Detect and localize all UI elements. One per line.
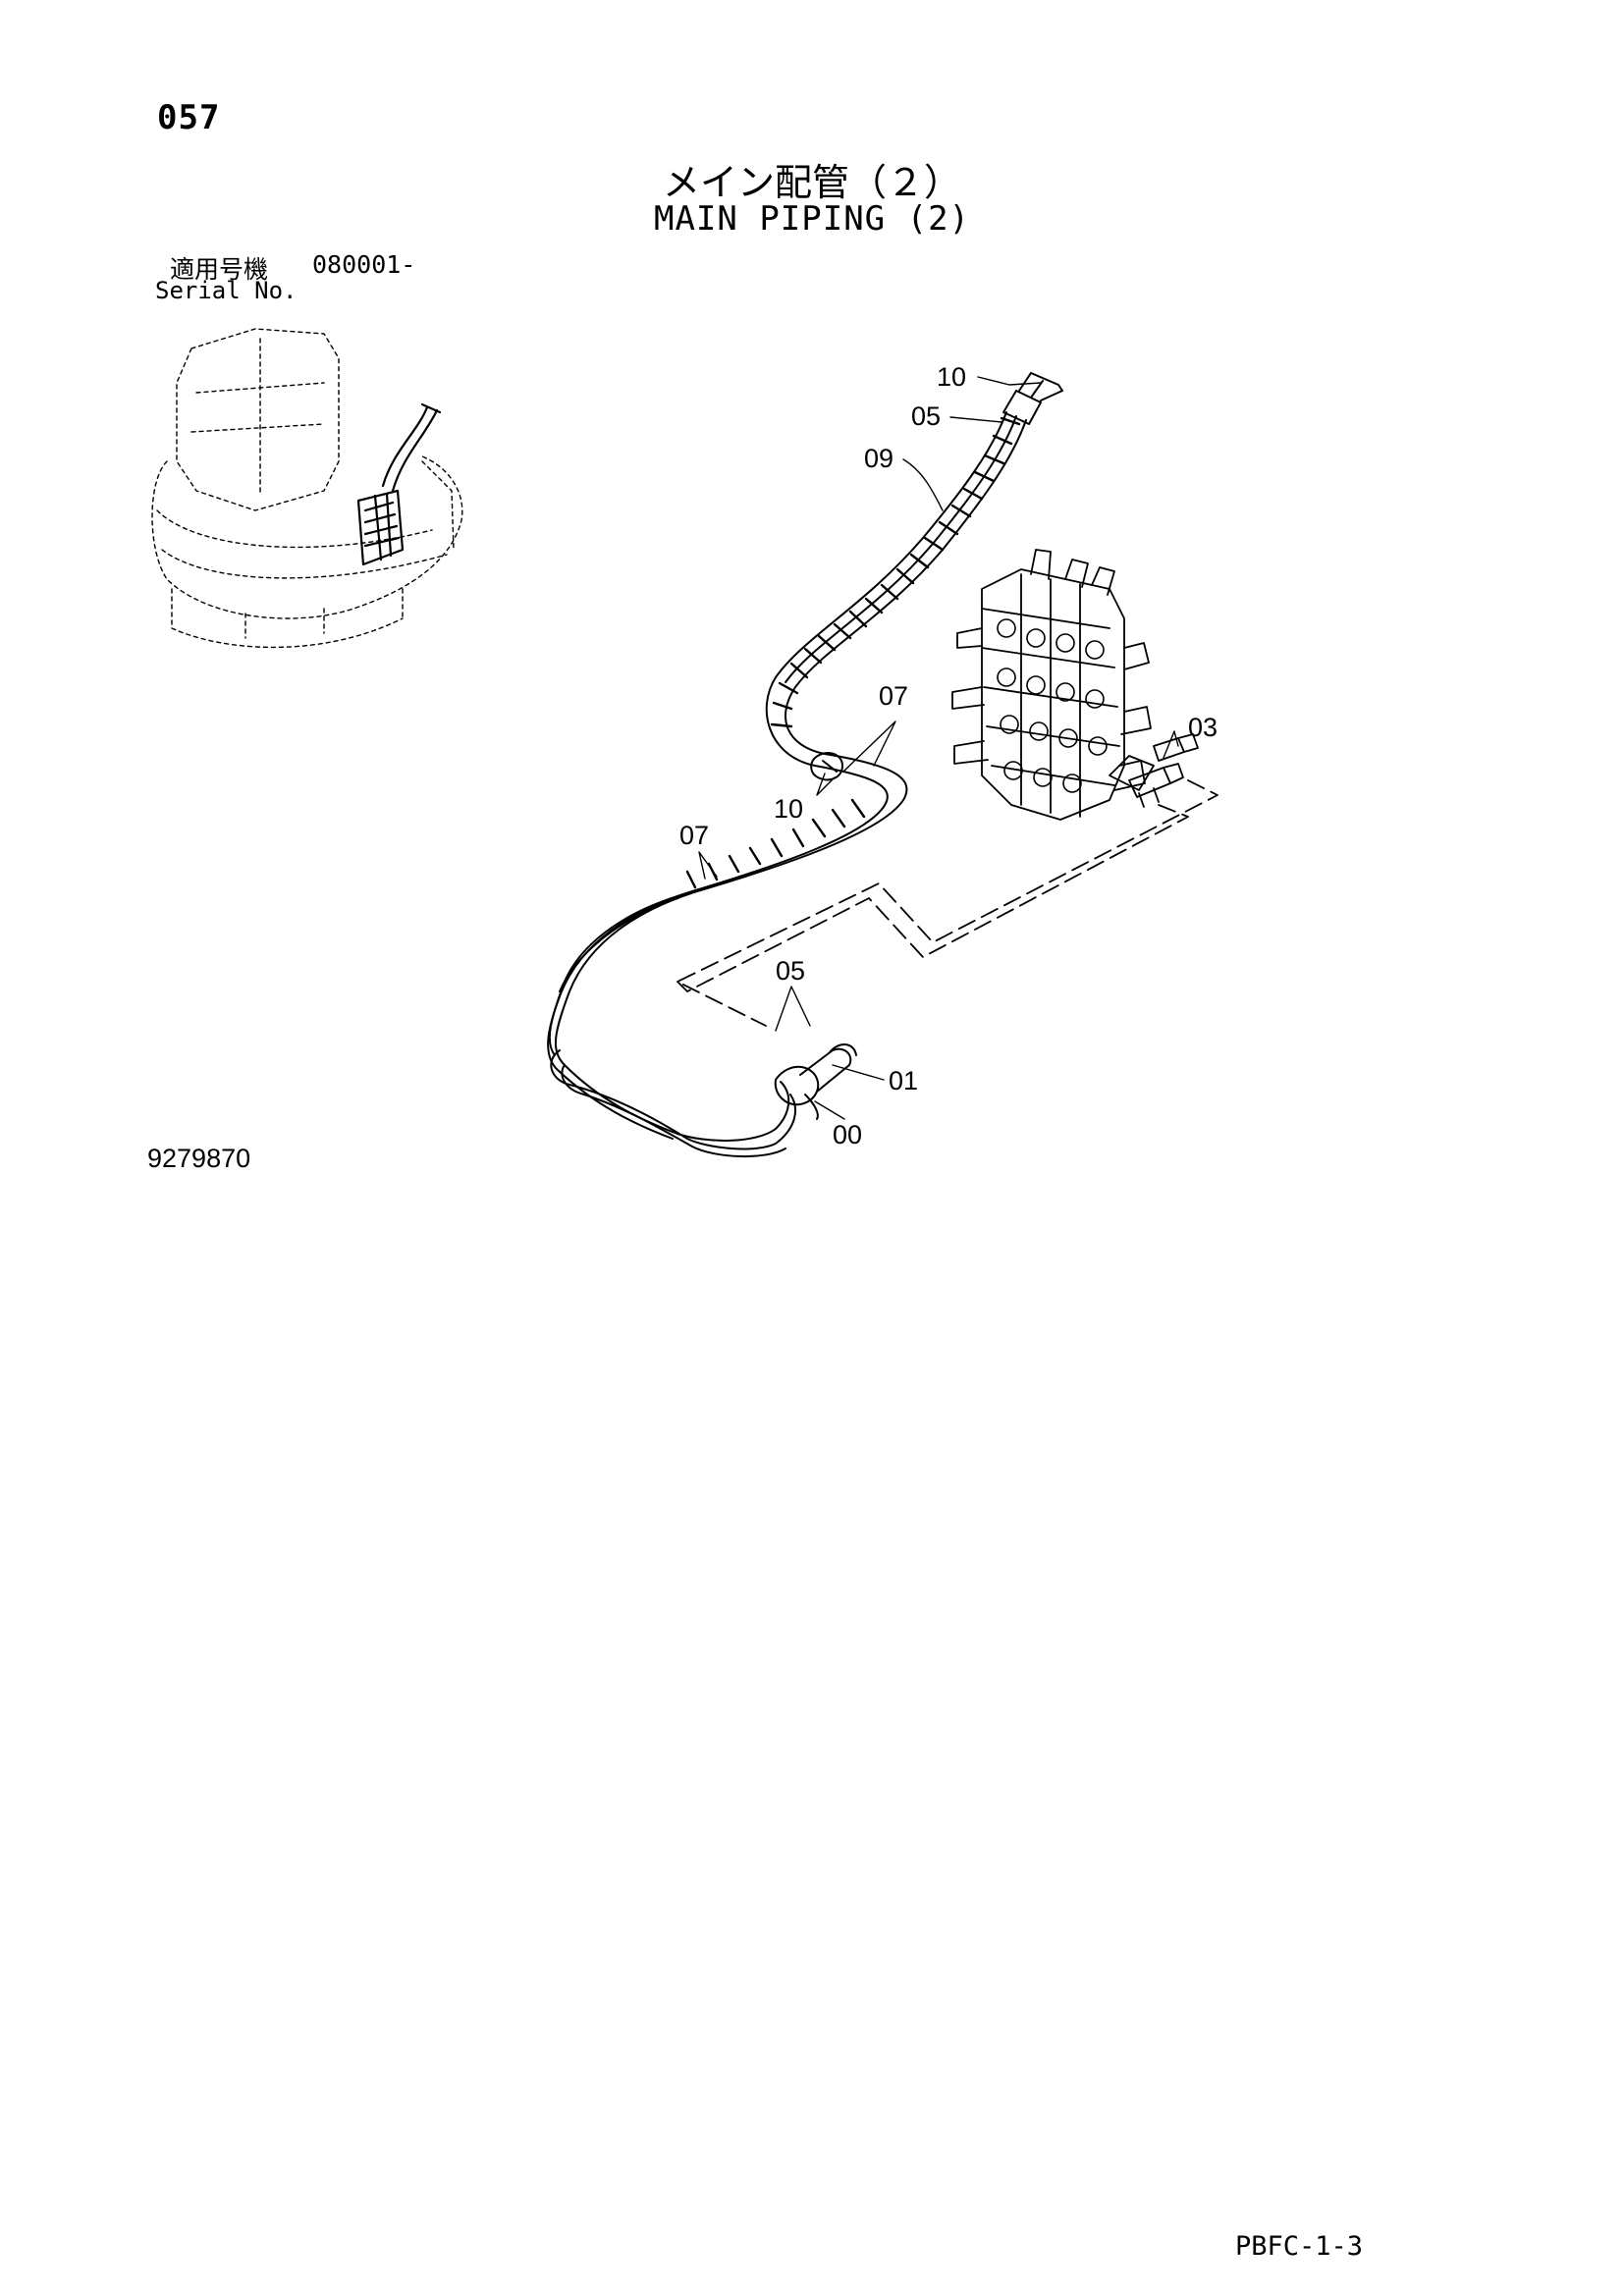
highlighted-piping-in-locator — [356, 402, 442, 566]
page-code: PBFC-1-3 — [1235, 2231, 1364, 2262]
callout-10-top: 10 — [937, 362, 966, 392]
callout-03: 03 — [1188, 713, 1218, 742]
machine-locator-outline — [151, 328, 463, 649]
callout-10-middle: 10 — [774, 794, 803, 824]
callout-00: 00 — [833, 1120, 862, 1149]
hose-assembly — [547, 372, 1063, 1158]
callout-07-left: 07 — [679, 821, 709, 850]
drawing-number: 9279870 — [147, 1144, 251, 1173]
callout-07-middle: 07 — [879, 681, 908, 711]
callout-05-bottom: 05 — [776, 956, 805, 986]
callout-09: 09 — [864, 444, 893, 473]
callout-05-top: 05 — [911, 401, 941, 431]
leader-lines — [698, 376, 1179, 1120]
serial-label-english: Serial No. — [155, 277, 298, 304]
control-valve — [951, 549, 1155, 821]
routing-dashed-path — [677, 779, 1218, 1027]
page-title-japanese: メイン配管（２） — [662, 161, 961, 204]
connector-fittings — [1128, 733, 1199, 808]
callout-01: 01 — [889, 1066, 918, 1095]
serial-range: 080001- — [312, 250, 416, 279]
page-title-english: MAIN PIPING (2) — [653, 199, 971, 239]
serial-label-japanese: 適用号機 — [170, 255, 269, 284]
page-number: 057 — [157, 98, 221, 137]
